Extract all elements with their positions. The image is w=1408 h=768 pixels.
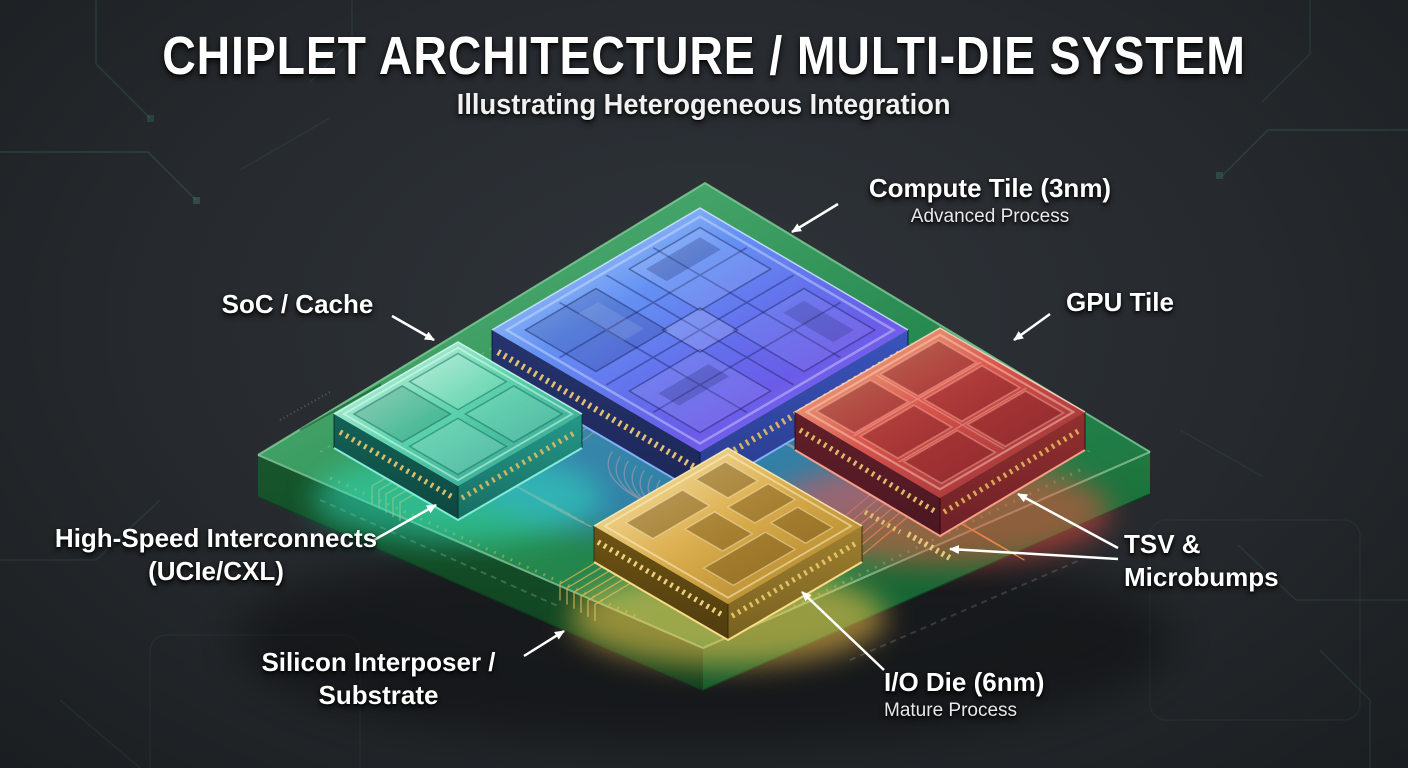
compute-die-pattern: [504, 215, 896, 445]
arrow-to-tsv-upper: [1017, 492, 1119, 550]
io-die-pattern: [602, 453, 854, 599]
arrow-to-io-die: [801, 591, 885, 671]
gpu-die-pattern: [804, 333, 1076, 491]
callout-silicon-interposer: Silicon Interposer / Substrate: [206, 646, 551, 712]
callout-soc-cache: SoC / Cache: [205, 288, 390, 321]
arrow-to-interposer: [523, 629, 565, 658]
header: CHIPLET ARCHITECTURE / MULTI-DIE SYSTEM …: [0, 28, 1408, 122]
tsv-stud-cluster: [863, 509, 952, 561]
soc-microbump-row-left: [338, 429, 456, 501]
io-die-label: I/O Die (6nm): [884, 667, 1045, 697]
gpu-microbump-row-left: [798, 427, 938, 515]
arrow-to-compute-tile: [791, 202, 839, 234]
arrow-to-gpu-tile: [1013, 312, 1051, 342]
soc-die-pattern: [342, 346, 574, 482]
interconnects-label-line1: High-Speed Interconnects: [54, 523, 378, 553]
callout-arrows: [373, 202, 1119, 671]
soc-cache-label: SoC / Cache: [221, 289, 374, 319]
interposer-label-line2: Substrate: [318, 680, 439, 710]
gpu-tile-label: GPU Tile: [1066, 287, 1174, 317]
callout-gpu-tile: GPU Tile: [1040, 286, 1200, 319]
page-subtitle: Illustrating Heterogeneous Integration: [457, 89, 951, 121]
callout-tsv-microbumps: TSV & Microbumps: [1124, 528, 1334, 594]
callout-compute-tile: Compute Tile (3nm) Advanced Process: [840, 172, 1140, 229]
compute-microbump-row-left: [496, 349, 698, 471]
arrow-to-interconnects: [373, 503, 437, 542]
callout-io-die: I/O Die (6nm) Mature Process: [884, 666, 1154, 723]
arrow-to-soc-cache: [391, 314, 435, 342]
io-die-tile: [593, 447, 863, 642]
io-die-sublabel: Mature Process: [884, 700, 1018, 721]
arrow-to-tsv-lower: [949, 545, 1119, 561]
gpu-microbump-row-right: [942, 427, 1082, 515]
soc-microbump-row-right: [460, 429, 578, 501]
soc-cache-tile: [333, 341, 583, 522]
tsv-label-line2: Microbumps: [1124, 562, 1279, 592]
callout-high-speed-interconnects: High-Speed Interconnects (UCIe/CXL): [16, 522, 416, 588]
compute-tile-sublabel: Advanced Process: [910, 206, 1070, 227]
interposer-label-line1: Silicon Interposer /: [261, 647, 496, 677]
page-title: CHIPLET ARCHITECTURE / MULTI-DIE SYSTEM: [162, 26, 1246, 86]
interconnects-label-line2: (UCIe/CXL): [148, 556, 284, 586]
compute-tile-label: Compute Tile (3nm): [868, 173, 1112, 203]
gpu-tile: [794, 327, 1086, 538]
compute-tile: [491, 207, 909, 496]
tsv-label-line1: TSV &: [1124, 529, 1201, 559]
